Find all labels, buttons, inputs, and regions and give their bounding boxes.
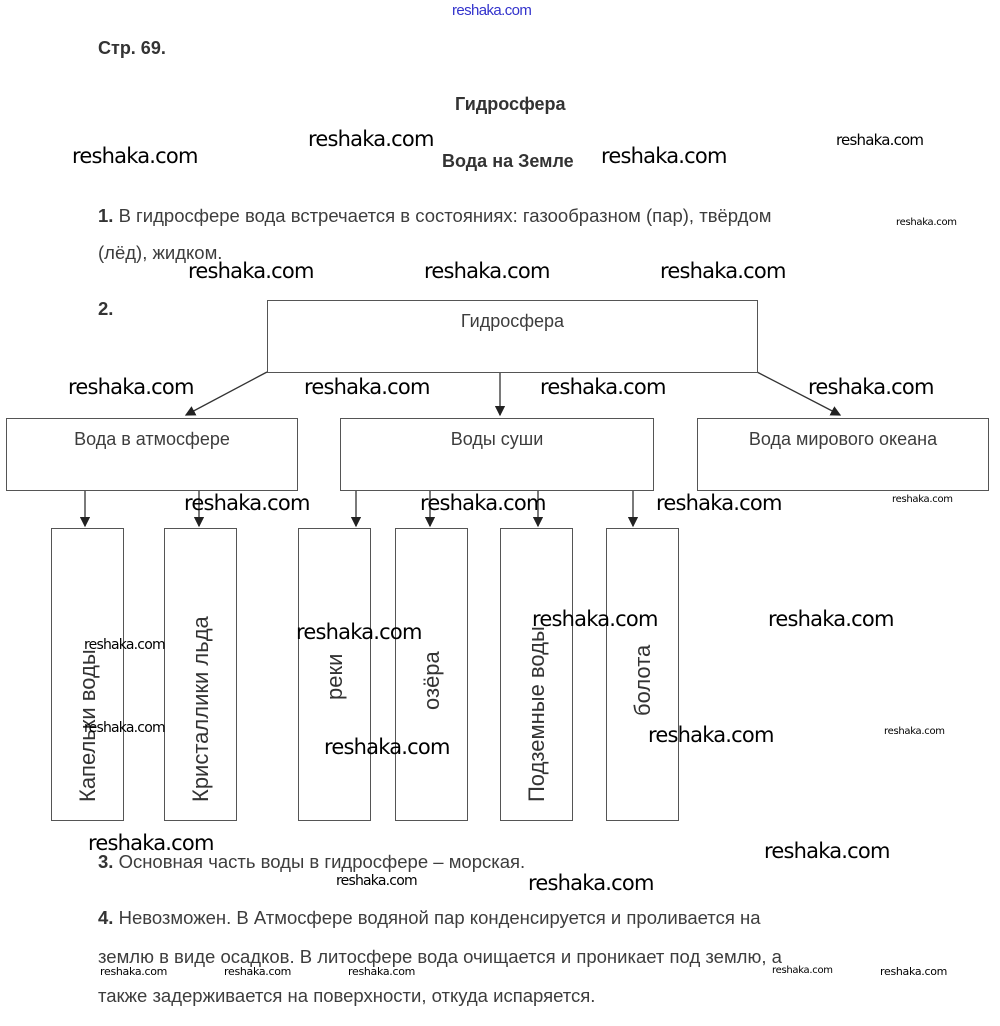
box-label: Подземные воды (523, 626, 549, 802)
watermark: reshaka.com (424, 259, 550, 283)
watermark: reshaka.com (880, 965, 948, 978)
answer-number: 1. (98, 205, 114, 226)
watermark: reshaka.com (68, 375, 194, 399)
watermark: reshaka.com (836, 131, 924, 149)
answer-2-number: 2. (98, 298, 114, 319)
watermark: reshaka.com (764, 839, 890, 863)
box-label: болота (629, 644, 655, 716)
page-title: Гидросфера (455, 94, 566, 114)
watermark: reshaka.com (648, 723, 774, 747)
answer-4: 4. Невозможен. В Атмосфере водяной пар к… (98, 907, 761, 929)
answer-number: 3. (98, 851, 114, 872)
watermark: reshaka.com (224, 965, 292, 978)
watermark: reshaka.com (324, 735, 450, 759)
diagram-box-lakes: озёра (395, 528, 468, 821)
watermark: reshaka.com (184, 491, 310, 515)
watermark: reshaka.com (660, 259, 786, 283)
page-label: Стр. 69. (98, 38, 166, 58)
watermark: reshaka.com (308, 127, 434, 151)
watermark: reshaka.com (768, 607, 894, 631)
diagram-box-atmosphere: Вода в атмосфере (6, 418, 298, 491)
diagram-box-ocean: Вода мирового океана (697, 418, 989, 491)
diagram-box-rivers: реки (298, 528, 371, 821)
watermark: reshaka.com (420, 491, 546, 515)
diagram-box-groundwater: Подземные воды (500, 528, 573, 821)
answer-text: Невозможен. В Атмосфере водяной пар конд… (118, 907, 761, 928)
diagram-root-box: Гидросфера (267, 300, 758, 373)
watermark: reshaka.com (72, 144, 198, 168)
watermark: reshaka.com (656, 491, 782, 515)
watermark: reshaka.com (296, 620, 422, 644)
watermark: reshaka.com (601, 144, 727, 168)
diagram-box-land-waters: Воды суши (340, 418, 654, 491)
watermark: reshaka.com (84, 637, 166, 653)
watermark: reshaka.com (100, 965, 168, 978)
diagram-box-ice-crystals: Кристаллики льда (164, 528, 237, 821)
watermark: reshaka.com (892, 494, 953, 505)
watermark: reshaka.com (348, 965, 416, 978)
box-label: Вода в атмосфере (74, 429, 230, 449)
answer-3: 3. Основная часть воды в гидросфере – мо… (98, 851, 525, 873)
box-label: Воды суши (450, 429, 544, 449)
watermark: reshaka.com (896, 217, 957, 228)
answer-4-line3: также задерживается на поверхности, отку… (98, 985, 596, 1006)
watermark: reshaka.com (88, 831, 214, 855)
answer-1-cont: (лёд), жидком. (98, 242, 223, 263)
site-link[interactable]: reshaka.com (452, 2, 532, 19)
section-subtitle: Вода на Земле (442, 151, 574, 171)
box-label: реки (321, 653, 347, 700)
box-label: Вода мирового океана (748, 429, 938, 449)
watermark: reshaka.com (772, 965, 833, 976)
watermark: reshaka.com (540, 375, 666, 399)
answer-number: 4. (98, 907, 114, 928)
box-label: Гидросфера (460, 311, 565, 331)
answer-text: Основная часть воды в гидросфере – морск… (118, 851, 526, 872)
diagram-box-droplets: Капельки воды (51, 528, 124, 821)
watermark: reshaka.com (304, 375, 430, 399)
box-label: Кристаллики льда (187, 616, 213, 802)
box-label: озёра (418, 651, 444, 710)
watermark: reshaka.com (884, 726, 945, 737)
diagram-box-swamps: болота (606, 528, 679, 821)
watermark: reshaka.com (532, 607, 658, 631)
answer-text: В гидросфере вода встречается в состояни… (118, 205, 772, 226)
watermark: reshaka.com (808, 375, 934, 399)
answer-4-line2: землю в виде осадков. В литосфере вода о… (98, 946, 782, 967)
watermark: reshaka.com (336, 873, 418, 889)
watermark: reshaka.com (84, 720, 166, 736)
watermark: reshaka.com (528, 871, 654, 895)
answer-1: 1. В гидросфере вода встречается в состо… (98, 205, 771, 227)
watermark: reshaka.com (188, 259, 314, 283)
